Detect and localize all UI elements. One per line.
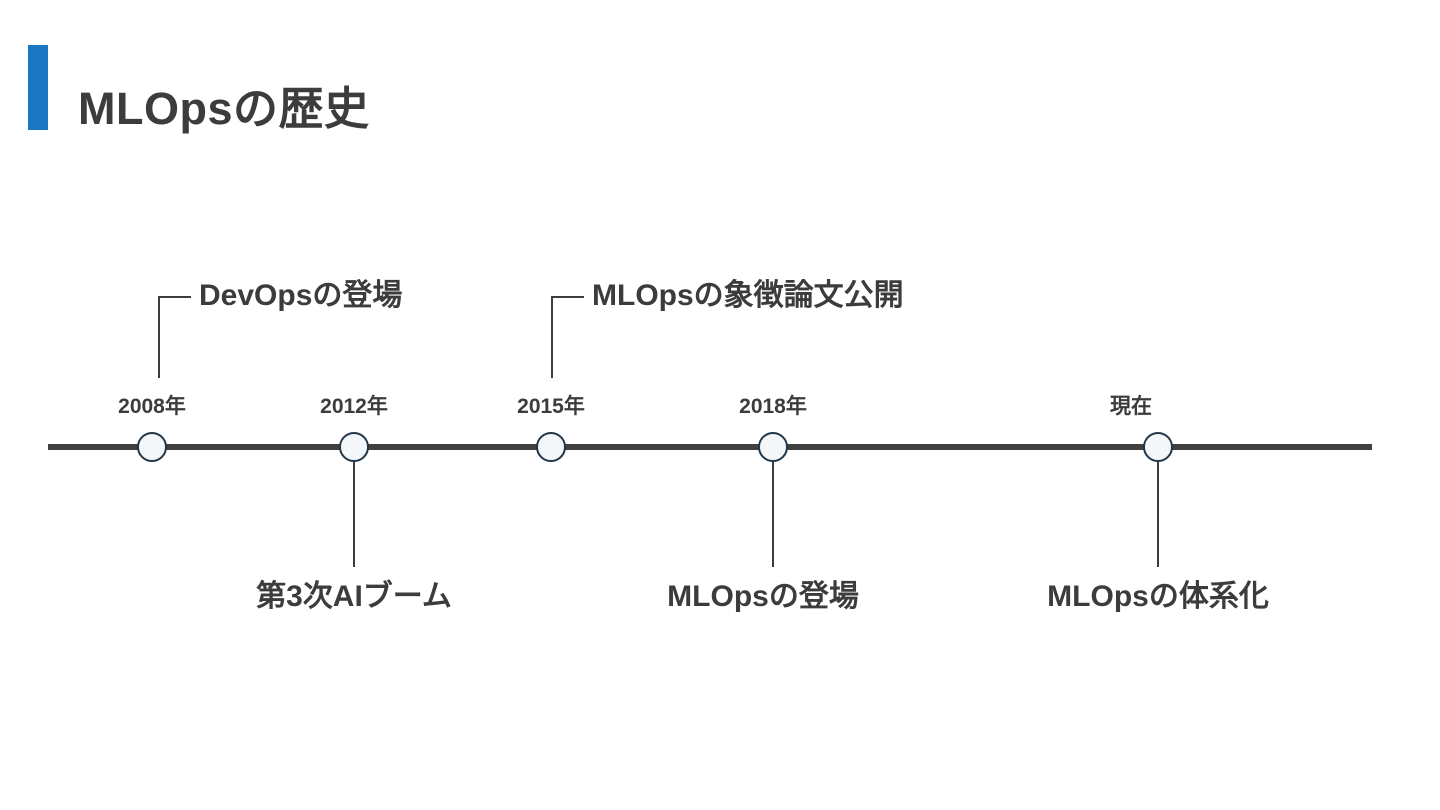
title-accent-bar xyxy=(28,45,48,130)
timeline-node-present[interactable] xyxy=(1143,432,1173,462)
connector-stem-2015 xyxy=(551,296,553,378)
node-date-present: 現在 xyxy=(1110,395,1152,418)
timeline-node-2015[interactable] xyxy=(536,432,566,462)
node-date-2015: 2015年 xyxy=(517,395,585,418)
page-title: MLOpsの歴史 xyxy=(78,83,370,135)
node-date-2008: 2008年 xyxy=(118,395,186,418)
timeline-node-2018[interactable] xyxy=(758,432,788,462)
callout-label-2012: 第3次AIブーム xyxy=(256,580,452,613)
callout-label-2018: MLOpsの登場 xyxy=(667,580,859,613)
timeline-axis xyxy=(48,444,1372,450)
connector-arm-2015 xyxy=(551,296,584,298)
connector-arm-2008 xyxy=(158,296,191,298)
connector-stem-2018 xyxy=(772,462,774,567)
callout-label-2015: MLOpsの象徴論文公開 xyxy=(592,279,904,312)
node-date-2018: 2018年 xyxy=(739,395,807,418)
timeline-node-2008[interactable] xyxy=(137,432,167,462)
timeline-node-2012[interactable] xyxy=(339,432,369,462)
callout-label-present: MLOpsの体系化 xyxy=(1047,580,1269,613)
node-date-2012: 2012年 xyxy=(320,395,388,418)
callout-label-2008: DevOpsの登場 xyxy=(199,279,403,312)
connector-stem-2012 xyxy=(353,462,355,567)
connector-stem-present xyxy=(1157,462,1159,567)
connector-stem-2008 xyxy=(158,296,160,378)
